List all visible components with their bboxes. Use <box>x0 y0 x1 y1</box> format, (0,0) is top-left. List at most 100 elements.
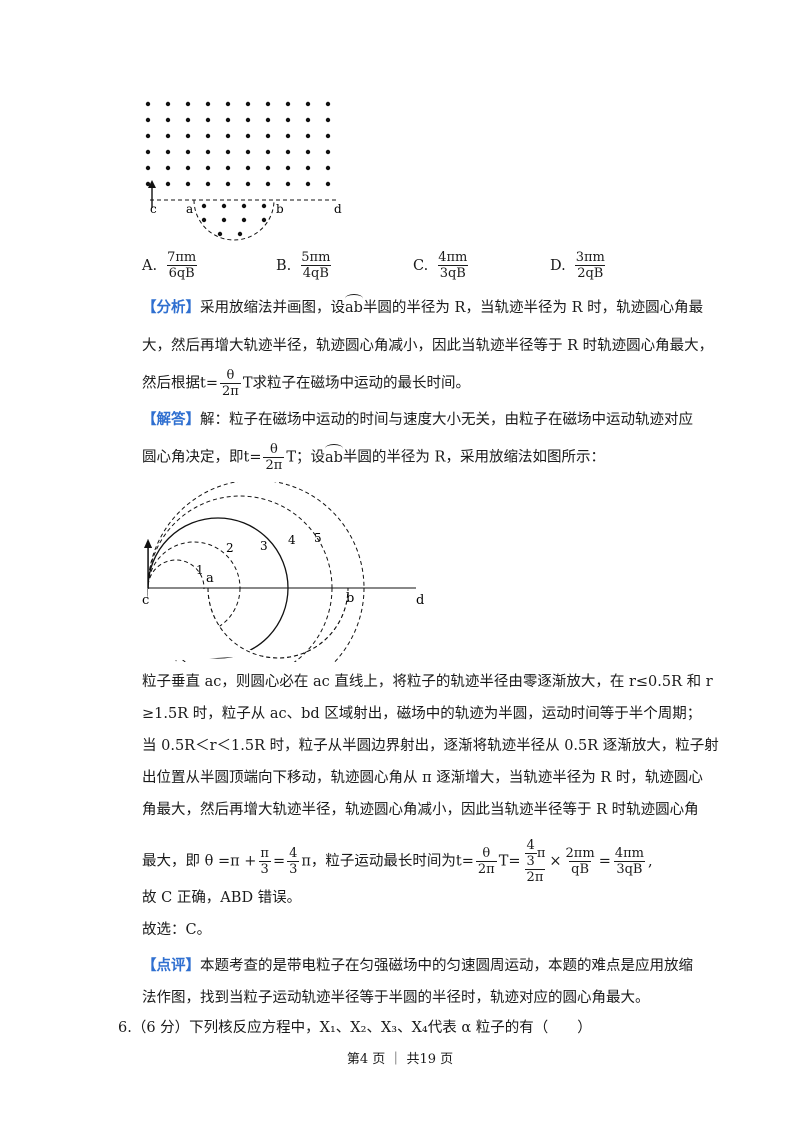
field-dot <box>265 117 271 123</box>
field-dot <box>325 133 331 139</box>
field-dot <box>165 117 171 123</box>
field-dot <box>205 117 211 123</box>
field-dot <box>305 101 311 107</box>
field-dot <box>165 149 171 155</box>
field-dot <box>145 149 151 155</box>
trajectory-label-1: 1 <box>196 563 204 577</box>
figure-scaling-method: c a b d 1 2 3 4 5 <box>136 482 424 662</box>
field-dot <box>305 181 311 187</box>
solution-para-3: 当 0.5R＜r＜1.5R 时，粒子从半圆边界射出，逐渐将轨迹半径从 0.5R … <box>142 738 719 754</box>
field-dot <box>225 101 231 107</box>
field-dot <box>285 101 291 107</box>
field-dot <box>285 165 291 171</box>
field-dot <box>241 217 247 223</box>
field-dot <box>225 165 231 171</box>
analysis-line-2: 大，然后再增大轨迹半径，轨迹圆心角减小，因此当轨迹半径等于 R 时轨迹圆心角最大… <box>142 338 714 354</box>
field-dot <box>225 117 231 123</box>
field-dot <box>285 181 291 187</box>
solution-conclusion: 故 C 正确，ABD 错误。 <box>142 890 302 906</box>
field-dot <box>165 133 171 139</box>
field-dots <box>145 101 331 237</box>
field-dot <box>325 117 331 123</box>
field-dot <box>205 149 211 155</box>
solution-line-1: 【解答】解：粒子在磁场中运动的时间与速度大小无关，由粒子在磁场中运动轨迹对应 <box>142 411 693 428</box>
field-dot <box>145 181 151 187</box>
solution-choice: 故选：C。 <box>142 922 212 938</box>
trajectory-label-3: 3 <box>260 539 268 553</box>
field-dot <box>325 165 331 171</box>
figure-field-region: c a b d <box>145 101 342 241</box>
field-dot <box>285 149 291 155</box>
field-dot <box>201 217 207 223</box>
arrow-head-top <box>144 539 152 548</box>
field-dot <box>265 101 271 107</box>
comment-line-2: 法作图，找到当粒子运动轨迹半径等于半圆的半径时，轨迹对应的圆心角最大。 <box>142 990 650 1006</box>
field-dot <box>225 133 231 139</box>
trajectory-label-4: 4 <box>288 533 296 547</box>
field-dot <box>265 165 271 171</box>
field-dot <box>217 231 223 237</box>
field-dot <box>185 165 191 171</box>
trajectory-label-2: 2 <box>226 541 234 555</box>
field-dot <box>305 133 311 139</box>
field-dot <box>225 149 231 155</box>
field-dot <box>245 133 251 139</box>
field-dot <box>245 117 251 123</box>
field-dot <box>261 217 267 223</box>
field-dot <box>165 165 171 171</box>
field-dot <box>325 181 331 187</box>
field-dot <box>205 181 211 187</box>
field-dot <box>305 165 311 171</box>
trajectory-label-5: 5 <box>314 531 322 545</box>
label-d: d <box>334 202 342 216</box>
field-dot <box>145 165 151 171</box>
field-dot <box>245 149 251 155</box>
field-dot <box>265 133 271 139</box>
label-c: c <box>150 202 157 216</box>
field-dot <box>205 133 211 139</box>
field-dot <box>285 117 291 123</box>
field-dot <box>165 181 171 187</box>
solution-para-4: 出位置从半圆顶端向下移动，轨迹圆心角从 π 逐渐增大，当轨迹半径为 R 时，轨迹… <box>142 770 703 786</box>
page-footer: 第4 页 ｜ 共19 页 <box>346 1052 454 1067</box>
field-dot <box>205 165 211 171</box>
solution-para-5: 角最大，然后再增大轨迹半径，轨迹圆心角减小，因此当轨迹半径等于 R 时轨迹圆心角 <box>142 802 699 818</box>
label2-d: d <box>416 593 424 608</box>
arrow-head <box>148 180 156 188</box>
field-dot <box>185 181 191 187</box>
field-dot <box>325 101 331 107</box>
field-dot <box>237 231 243 237</box>
field-dot <box>201 203 207 209</box>
analysis-line-1: 【分析】采用放缩法并画图，设ab半圆的半径为 R，当轨迹半径为 R 时，轨迹圆心… <box>142 294 704 316</box>
label-a: a <box>186 202 193 216</box>
field-dot <box>261 203 267 209</box>
label2-c: c <box>142 593 149 608</box>
label-b: b <box>276 202 284 216</box>
field-dot <box>225 181 231 187</box>
mask-left <box>136 482 148 662</box>
field-dot <box>185 101 191 107</box>
field-dot <box>305 117 311 123</box>
field-dot <box>145 117 151 123</box>
solution-para-1: 粒子垂直 ac，则圆心必在 ac 直线上，将粒子的轨迹半径由零逐渐放大，在 r≤… <box>142 674 713 690</box>
field-dot <box>221 203 227 209</box>
field-dot <box>165 101 171 107</box>
semicircle-boundary <box>193 199 275 241</box>
solution-para-2: ≥1.5R 时，粒子从 ac、bd 区域射出，磁场中的轨迹为半圆，运动时间等于半… <box>142 706 702 722</box>
field-dot <box>265 181 271 187</box>
comment-line-1: 【点评】本题考查的是带电粒子在匀强磁场中的匀速圆周运动，本题的难点是应用放缩 <box>142 957 693 974</box>
field-dot <box>185 133 191 139</box>
label2-b: b <box>346 591 354 606</box>
field-dot <box>241 203 247 209</box>
field-dot <box>285 133 291 139</box>
field-dot <box>205 101 211 107</box>
field-dot <box>185 117 191 123</box>
field-dot <box>145 101 151 107</box>
